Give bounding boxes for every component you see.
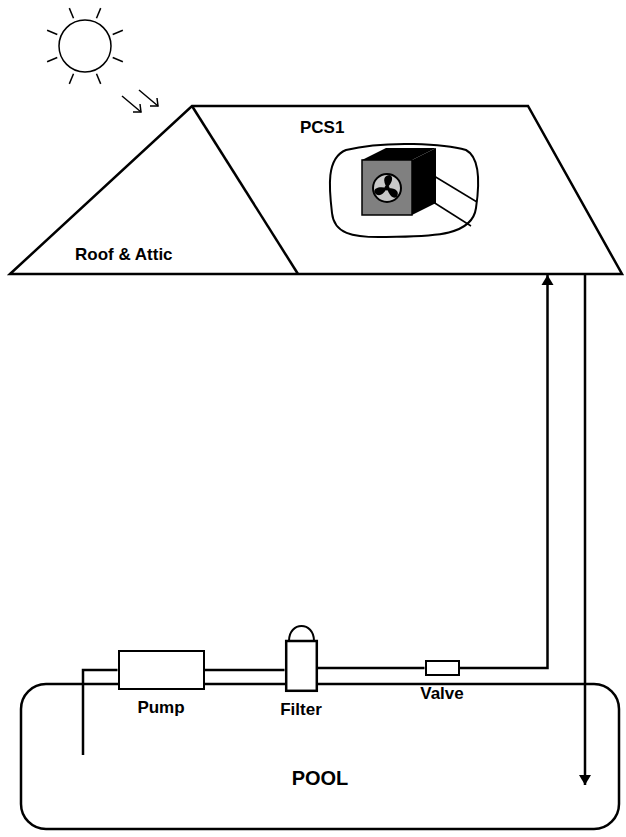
pipe-connector bbox=[584, 275, 587, 785]
box-shape bbox=[118, 650, 205, 690]
node-label: Valve bbox=[420, 684, 464, 704]
filter-body bbox=[286, 641, 317, 691]
sun-ray bbox=[96, 8, 100, 18]
sun bbox=[47, 8, 123, 84]
pump-box: Pump bbox=[114, 650, 209, 718]
box-shape bbox=[425, 660, 460, 676]
unit-side bbox=[412, 148, 436, 215]
node-label: PCS1 bbox=[300, 118, 344, 138]
roof-outline bbox=[10, 106, 622, 274]
unit-duct bbox=[430, 200, 471, 226]
gable-line bbox=[192, 106, 298, 274]
node-label: POOL bbox=[20, 767, 620, 790]
sun-ray bbox=[113, 30, 123, 34]
fan-blade bbox=[384, 186, 399, 199]
node-label: Pump bbox=[137, 698, 184, 718]
pipe-connector bbox=[460, 275, 548, 668]
sun-ray bbox=[96, 74, 100, 84]
pipe-connector bbox=[318, 667, 425, 670]
unit-duct bbox=[434, 176, 477, 202]
fan-hub bbox=[385, 186, 390, 191]
fan-ring bbox=[373, 174, 401, 202]
pipe-connector bbox=[205, 669, 285, 672]
sun-ray bbox=[69, 74, 73, 84]
pcs1-unit-outline: PCS1 bbox=[296, 118, 486, 243]
node-label: Filter bbox=[280, 700, 322, 720]
sun-ray bbox=[69, 8, 73, 18]
sun-rays-arrows bbox=[122, 90, 158, 112]
roof-attic-shape: Roof & Attic PCS1 bbox=[10, 105, 622, 275]
node-label: Roof & Attic bbox=[75, 245, 173, 265]
pool-outline bbox=[21, 684, 619, 829]
sun-ray bbox=[47, 57, 57, 61]
filter-dome bbox=[289, 626, 314, 641]
sun-ray bbox=[47, 30, 57, 34]
unit-outline bbox=[330, 144, 478, 237]
filter-outline bbox=[285, 625, 318, 692]
sun-ray bbox=[113, 57, 123, 61]
unit-front bbox=[362, 160, 412, 215]
filter-vessel: Filter bbox=[276, 625, 326, 720]
filter-shape bbox=[285, 625, 318, 692]
valve-box: Valve bbox=[416, 660, 468, 704]
